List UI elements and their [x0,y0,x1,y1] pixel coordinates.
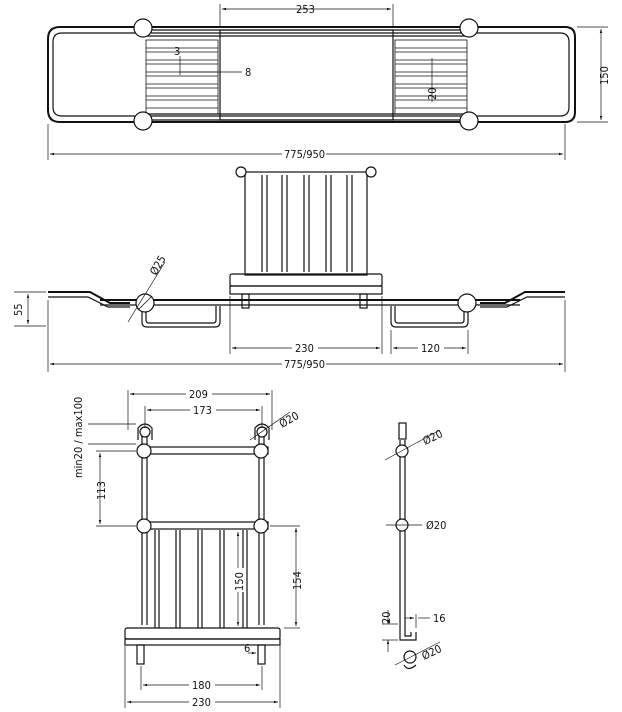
dim-slat-height: 150 [233,572,246,591]
dim-top-ball: Ø20 [421,427,445,447]
dim-mid-ball: Ø20 [426,519,446,532]
dim-depth: 150 [598,66,611,85]
dim-slat-count: 8 [245,66,251,79]
dim-arm-width: 120 [421,342,440,355]
dim-ball-diameter-side: Ø25 [147,253,168,277]
dim-stand-height: 154 [291,571,304,590]
dim-foot-width: 6 [244,642,250,655]
dim-overall-length-top: 775/950 [284,148,325,161]
front-view: 209 173 Ø20 min20 / max100 113 150 154 6 [72,386,304,709]
dim-height-side: 55 [12,303,25,316]
dim-center-width: 253 [296,3,315,16]
dim-hook-width: 16 [433,612,446,625]
side-view: Ø25 55 230 120 775/950 [12,166,566,372]
dim-slat-width: 20 [426,87,439,100]
dim-inner-width: 173 [193,404,212,417]
dim-tray-outer: 230 [192,696,211,709]
dim-hook-height: 20 [380,611,393,624]
dim-overall-length-side: 775/950 [284,358,325,371]
top-view: 253 3 8 20 150 775/950 [47,3,611,161]
dim-ball-diameter-front: Ø20 [277,409,301,430]
dim-outer-width: 209 [189,388,208,401]
dim-adjust-range: min20 / max100 [72,397,85,478]
dim-tray-inner: 180 [192,679,211,692]
dim-tray-width: 230 [295,342,314,355]
dim-slat-spacing: 3 [174,45,180,58]
side-profile-view: Ø20 Ø20 Ø20 16 20 [380,422,446,670]
dim-bottom-ball: Ø20 [420,642,444,662]
dim-rail-spacing: 113 [95,481,108,500]
